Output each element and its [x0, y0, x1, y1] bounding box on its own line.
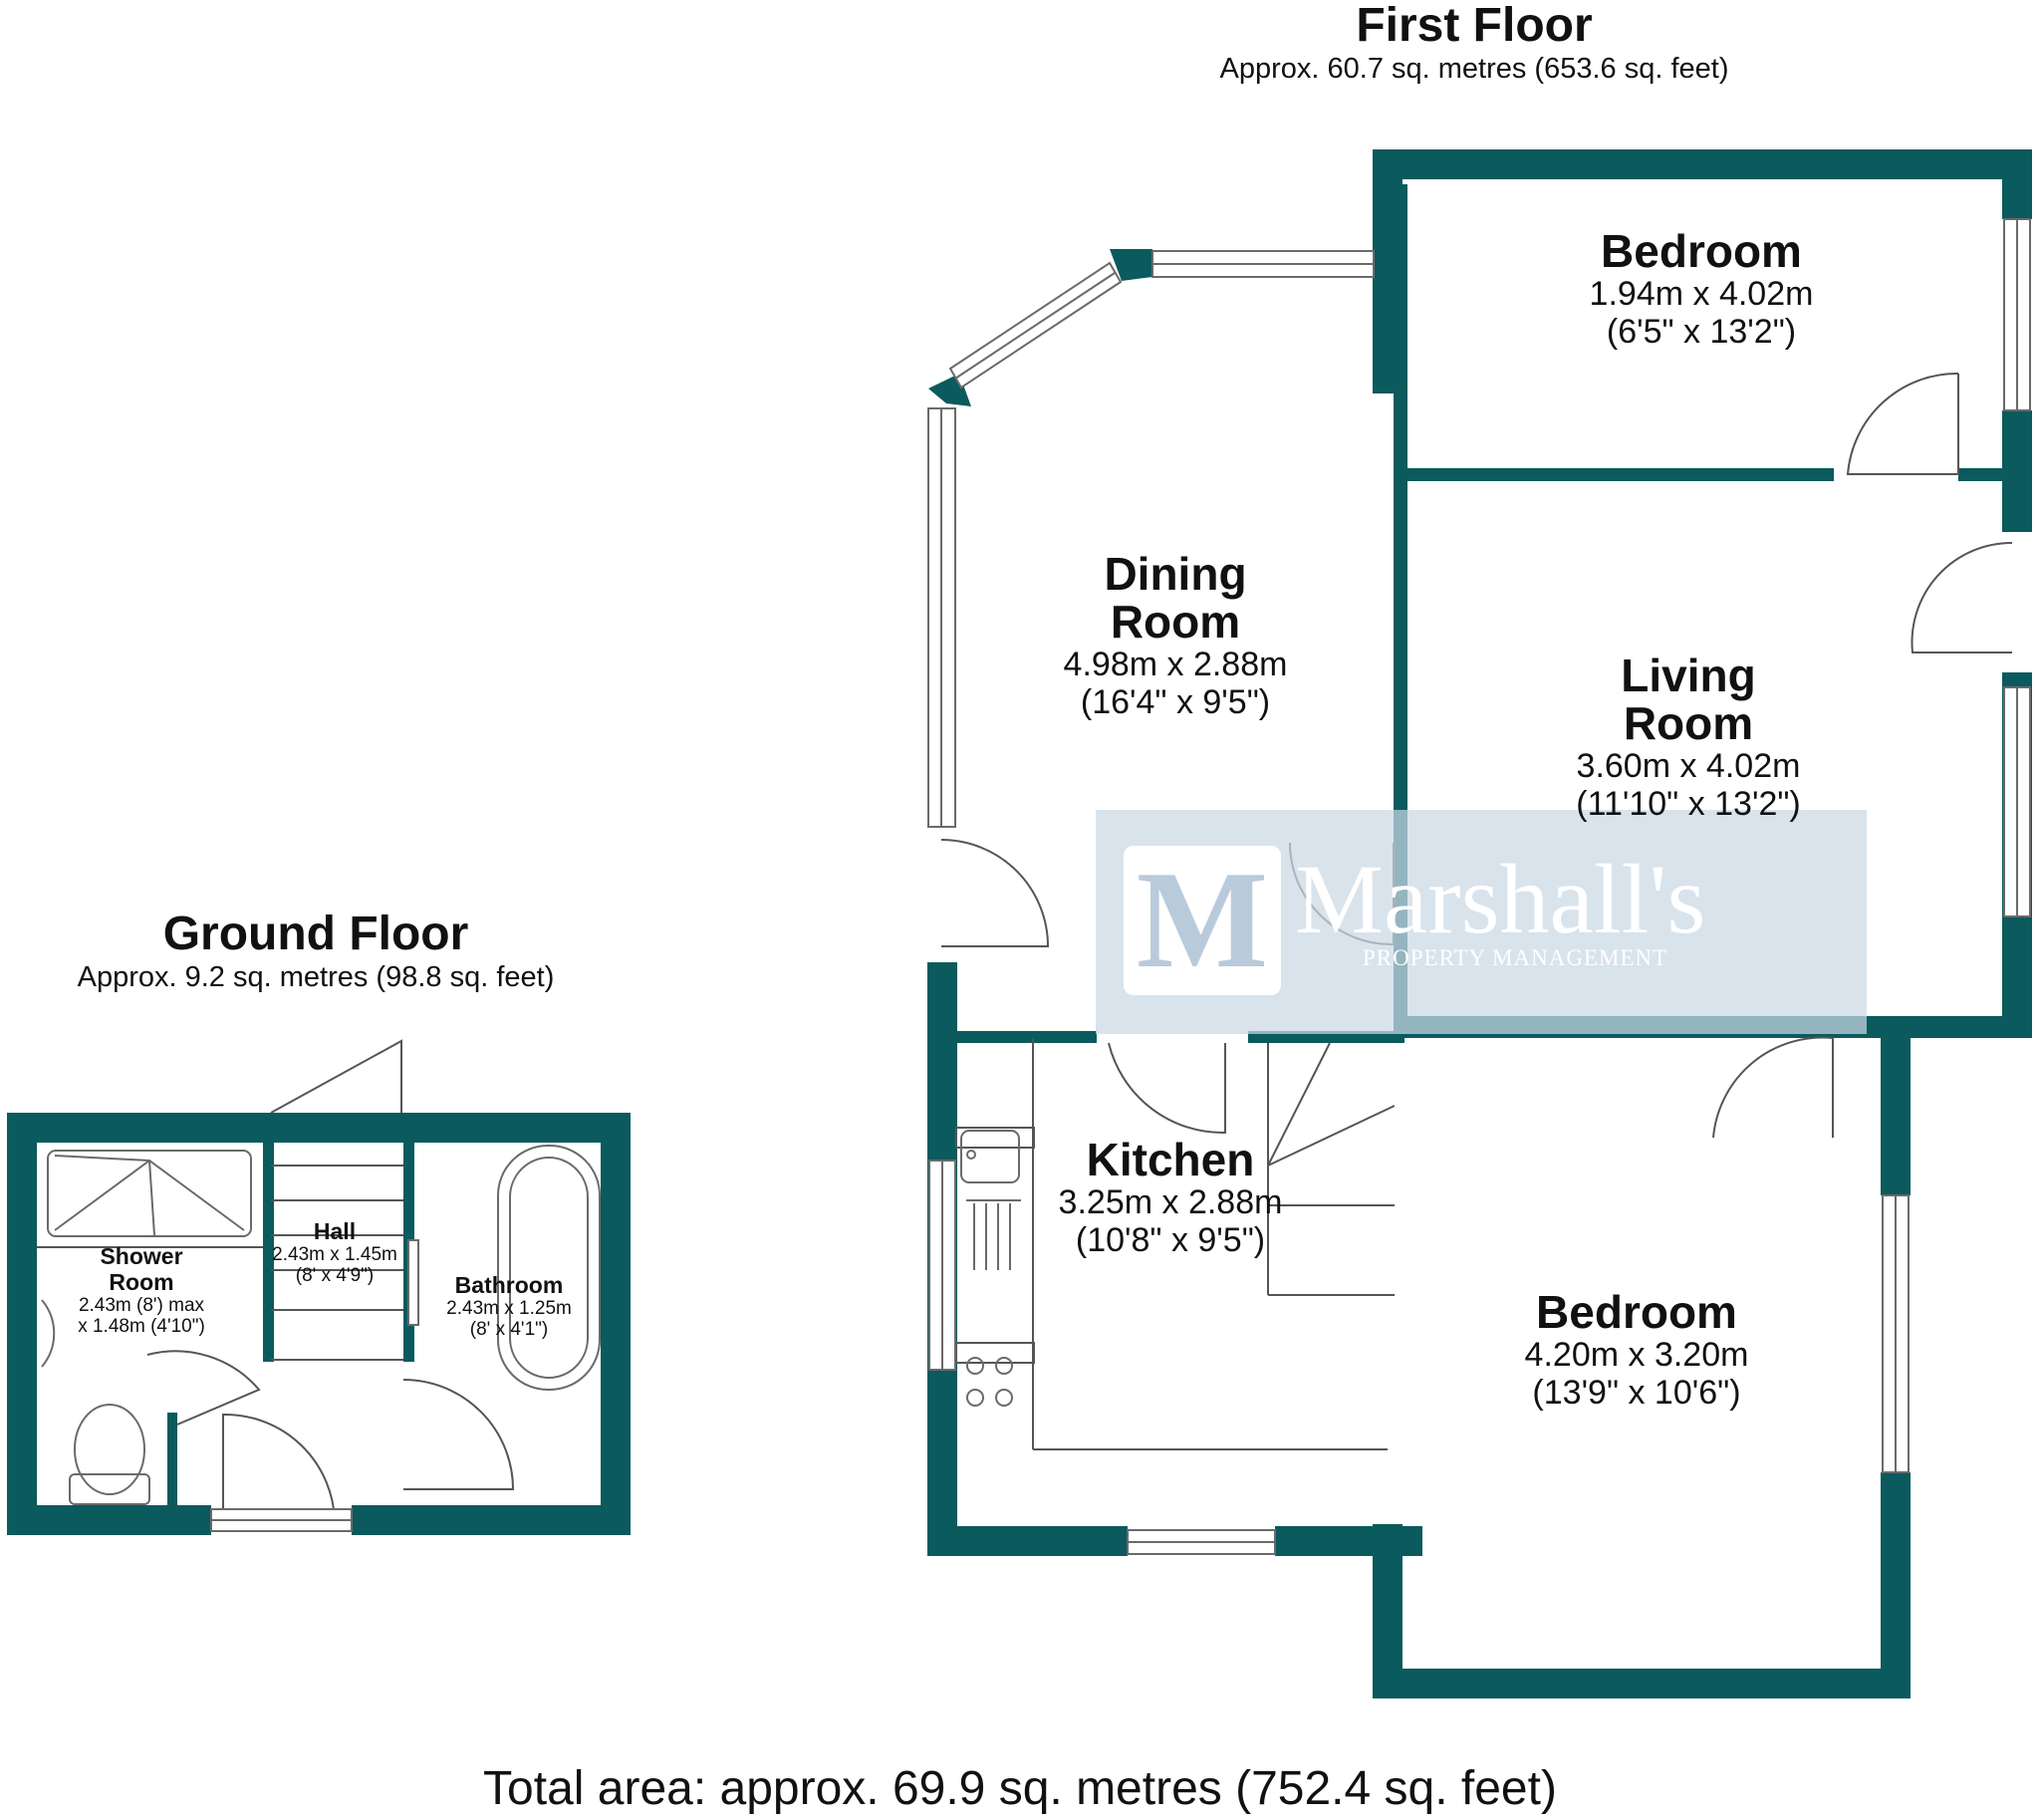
watermark-monogram: M — [1124, 846, 1281, 995]
living-room-label: Living Room 3.60m x 4.02m (11'10" x 13'2… — [1576, 651, 1801, 823]
first-floor-heading: First Floor Approx. 60.7 sq. metres (653… — [1076, 0, 1873, 86]
room-name: Kitchen — [1086, 1134, 1255, 1185]
room-dimension-metric: 2.43m x 1.25m — [446, 1298, 572, 1319]
room-dimension-imperial: (8' x 4'1") — [469, 1319, 549, 1340]
room-dimension-imperial: (16'4" x 9'5") — [1080, 683, 1271, 721]
room-dimension-imperial: (10'8" x 9'5") — [1075, 1221, 1266, 1259]
room-dimension-metric: 2.43m (8') max — [78, 1295, 205, 1316]
ground-floor-interior — [37, 1039, 515, 1524]
room-dimension-metric: 1.94m x 4.02m — [1589, 275, 1814, 313]
first-floor-title: First Floor — [1356, 0, 1593, 52]
hall-label: Hall 2.43m x 1.45m (8' x 4'9") — [272, 1218, 397, 1286]
room-dimension-metric: 3.25m x 2.88m — [1058, 1183, 1283, 1221]
room-name: Dining — [1104, 548, 1247, 600]
bedroom-top-label: Bedroom 1.94m x 4.02m (6'5" x 13'2") — [1590, 227, 1814, 351]
room-name: Room — [1623, 697, 1754, 749]
first-floor-area: Approx. 60.7 sq. metres (653.6 sq. feet) — [1219, 53, 1729, 85]
room-name: Room — [109, 1269, 174, 1295]
room-name: Bathroom — [454, 1272, 564, 1298]
first-floor-windows — [927, 218, 2031, 1555]
room-name: Room — [1110, 596, 1241, 648]
ground-floor-title: Ground Floor — [162, 908, 469, 960]
room-dimension-metric: 2.43m x 1.45m — [272, 1244, 397, 1265]
ground-floor-windows — [210, 1239, 419, 1532]
room-name: Bedroom — [1536, 1286, 1737, 1338]
room-dimension-metric: 3.60m x 4.02m — [1576, 747, 1801, 785]
room-dimension-imperial: (6'5" x 13'2") — [1606, 313, 1797, 351]
total-area: Total area: approx. 69.9 sq. metres (752… — [483, 1762, 1557, 1815]
room-dimension-metric: 4.98m x 2.88m — [1063, 646, 1288, 683]
watermark-logo: M Marshall's PROPERTY MANAGEMENT — [1096, 810, 1867, 1034]
room-name: Bedroom — [1601, 225, 1802, 277]
ground-floor-walls — [7, 1113, 631, 1535]
watermark-name: Marshall's — [1295, 844, 1706, 954]
room-dimension-imperial: (8' x 4'9") — [295, 1265, 375, 1286]
bathroom-label: Bathroom 2.43m x 1.25m (8' x 4'1") — [446, 1272, 572, 1340]
room-dimension-imperial: (11'10" x 13'2") — [1576, 785, 1801, 823]
shower-room-label: Shower Room 2.43m (8') max x 1.48m (4'10… — [78, 1243, 205, 1337]
room-dimension-metric: 4.20m x 3.20m — [1524, 1336, 1749, 1374]
first-floor-fixtures — [960, 1130, 1021, 1407]
kitchen-label: Kitchen 3.25m x 2.88m (10'8" x 9'5") — [1059, 1136, 1283, 1259]
watermark-subtitle: PROPERTY MANAGEMENT — [1363, 945, 1668, 970]
bedroom-bottom-label: Bedroom 4.20m x 3.20m (13'9" x 10'6") — [1525, 1288, 1749, 1412]
room-name: Hall — [313, 1218, 357, 1244]
ground-floor-heading: Ground Floor Approx. 9.2 sq. metres (98.… — [0, 909, 632, 994]
ground-floor-area: Approx. 9.2 sq. metres (98.8 sq. feet) — [77, 961, 555, 993]
room-dimension-imperial: x 1.48m (4'10") — [78, 1316, 205, 1337]
room-name: Living — [1621, 650, 1756, 701]
room-dimension-imperial: (13'9" x 10'6") — [1532, 1374, 1741, 1412]
ground-floor-fixtures — [41, 1145, 601, 1505]
room-name: Shower — [100, 1243, 183, 1269]
dining-room-label: Dining Room 4.98m x 2.88m (16'4" x 9'5") — [1064, 550, 1288, 721]
